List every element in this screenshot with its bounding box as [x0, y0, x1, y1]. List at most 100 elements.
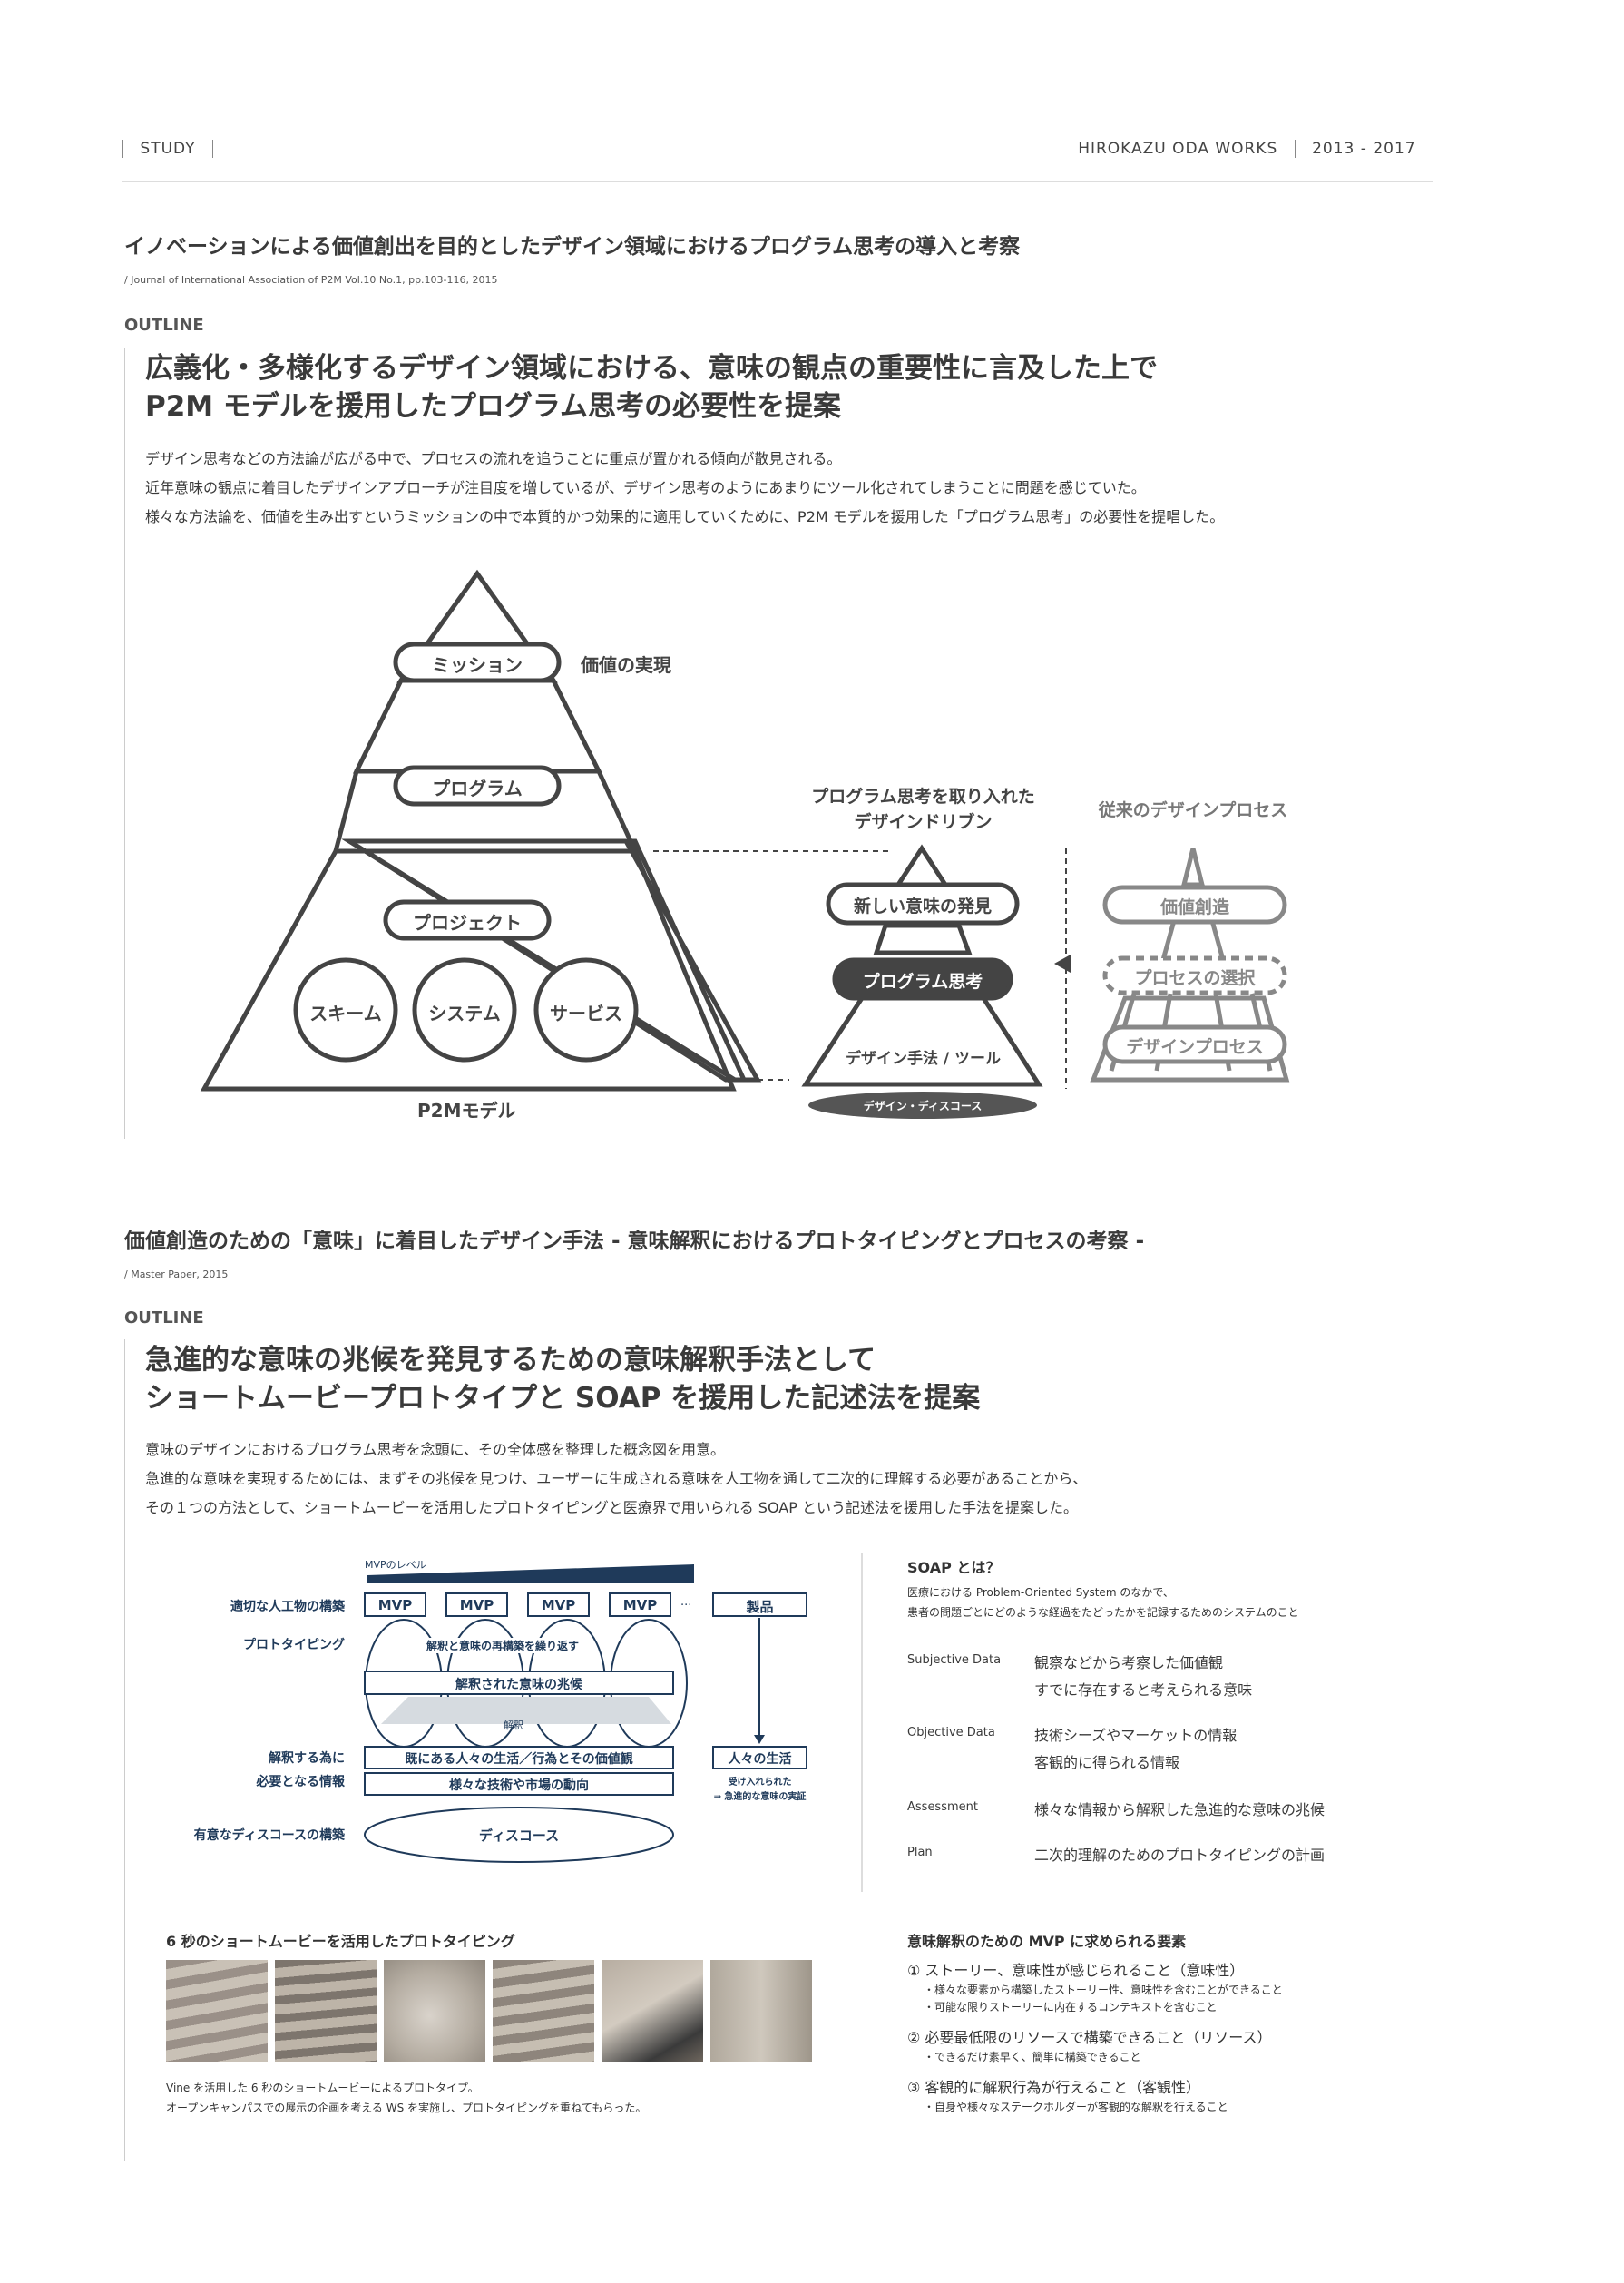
section1-title: イノベーションによる価値創出を目的としたデザイン領域におけるプログラム思考の導入… [124, 235, 1021, 259]
requirement-item: ③ 客観的に解釈行為が行えること（客観性） [907, 2079, 1200, 2096]
concept-diagram [364, 1553, 863, 1892]
soap-value: 様々な情報から解釈した急進的な意味の兆候 [1034, 1801, 1326, 1818]
header-name: HIROKAZU ODA WORKS [1078, 140, 1278, 158]
info-label-line2: 必要となる情報 [256, 1775, 345, 1789]
mvp-label: MVP [622, 1597, 658, 1613]
program-thinking-label: プログラム思考 [862, 972, 983, 992]
section2-paragraph: 意味のデザインにおけるプログラム思考を念頭に、その全体感を整理した概念図を用意。… [145, 1435, 1087, 1523]
new-meaning-pill-bg [826, 882, 1020, 926]
movie-caption-line1: Vine を活用した 6 秒のショートムービーによるプロトタイプ。 [166, 2082, 479, 2094]
para-line: 急進的な意味を実現するためには、まずその兆候を見つけ、ユーザーに生成される意味を… [145, 1470, 1088, 1487]
soap-key: Plan [907, 1846, 933, 1859]
program-pill-bg [393, 765, 562, 807]
p2m-model-label: P2Mモデル [417, 1100, 516, 1122]
signs-label: 解釈された意味の兆候 [455, 1678, 582, 1692]
product-box [712, 1592, 807, 1617]
soap-value: 観察などから考察した価値観 すでに存在すると考えられる意味 [1034, 1650, 1397, 1704]
signs-box [364, 1671, 674, 1695]
header-rule [122, 181, 1433, 182]
tech-box [364, 1772, 674, 1796]
p2m-diagram [200, 569, 1290, 1119]
soap-value-line: 技術シーズやマーケットの情報 [1034, 1727, 1238, 1744]
divider [1294, 140, 1296, 158]
system-circle [412, 957, 517, 1063]
driven-title: プログラム思考を取り入れた デザインドリブン [780, 784, 1066, 835]
project-pill-bg [383, 899, 552, 941]
section1-vline [124, 348, 125, 1139]
mvp-box [364, 1592, 426, 1617]
info-label-line1: 解釈する為に [269, 1751, 345, 1766]
scheme-circle [293, 957, 398, 1063]
value-creation-label: 価値創造 [1159, 897, 1229, 917]
stairs-photo [275, 1960, 377, 2062]
section1-paragraph: デザイン思考などの方法論が広がる中で、プロセスの流れを追うことに重点が置かれる傾… [145, 445, 1224, 532]
stairs-photo [166, 1960, 268, 2062]
discourse-label: ディスコース [478, 1827, 560, 1844]
requirement-detail: ・可能な限りストーリーに内在するコンテキストを含むこと [924, 2001, 1218, 2014]
headline-line1: 広義化・多様化するデザイン領域における、意味の観点の重要性に言及した上で [145, 352, 1158, 385]
movie-title: 6 秒のショートムービーを活用したプロトタイピング [166, 1933, 515, 1950]
accepted-line2: ⇒ 急進的な意味の実証 [713, 1792, 807, 1802]
soap-desc-line2: 患者の問題ごとにどのような経過をたどったかを記録するためのシステムのこと [907, 1606, 1299, 1619]
project-label: プロジェクト [413, 912, 522, 934]
movie-caption-line2: オープンキャンパスでの展示の企画を考える WS を実施し、プロトタイピングを重ね… [166, 2102, 647, 2114]
new-meaning-label: 新しい意味の発見 [853, 897, 992, 916]
discourse-ellipse-outline [364, 1807, 674, 1863]
mission-label: ミッション [432, 654, 523, 676]
arrow-down-icon [754, 1735, 765, 1744]
driven-title-line1: プログラム思考を取り入れた [811, 787, 1035, 807]
arrow-left-icon [1054, 955, 1071, 973]
requirement-item: ② 必要最低限のリソースで構築できること（リソース） [907, 2029, 1272, 2046]
mvp-box [445, 1592, 508, 1617]
para-line: デザイン思考などの方法論が広がる中で、プロセスの流れを追うことに重点が置かれる傾… [145, 450, 842, 467]
mvp-label: MVP [541, 1597, 576, 1613]
requirement-detail: ・様々な要素から構築したストーリー性、意味性を含むことができること [924, 1984, 1283, 1996]
para-line: 意味のデザインにおけるプログラム思考を念頭に、その全体感を整理した概念図を用意。 [145, 1441, 726, 1458]
section2-headline: 急進的な意味の兆候を発見するための意味解釈手法として ショートムービープロトタイ… [145, 1341, 980, 1417]
mvp-level-label: MVPのレベル [365, 1559, 426, 1571]
tech-label: 様々な技術や市場の動向 [449, 1778, 589, 1793]
design-process-pill-bg [1102, 1024, 1287, 1064]
header-years: 2013 - 2017 [1312, 140, 1416, 158]
mvp-box [527, 1592, 590, 1617]
soap-key: Objective Data [907, 1726, 995, 1739]
mvp-level-wedge [367, 1564, 694, 1583]
para-line: 様々な方法論を、価値を生み出すというミッションの中で本質的かつ効果的に適用してい… [145, 508, 1225, 525]
section2-citation: / Master Paper, 2015 [124, 1269, 229, 1280]
wall-photo [710, 1960, 812, 2062]
pyramid-base [200, 848, 737, 1092]
mission-pill-bg [393, 642, 562, 683]
prototyping-label: プロトタイピング [243, 1638, 345, 1652]
requirement-detail: ・自身や様々なステークホルダーが客観的な解釈を行えること [924, 2101, 1228, 2113]
existing-label: 既にある人々の生活／行為とその価値観 [405, 1752, 633, 1767]
section1-headline: 広義化・多様化するデザイン領域における、意味の観点の重要性に言及した上で P2M… [145, 349, 1158, 426]
divider [211, 140, 213, 158]
para-line: その１つの方法として、ショートムービーを活用したプロトタイピングと医療界で用いら… [145, 1499, 1078, 1516]
section2-title: 価値創造のための「意味」に着目したデザイン手法 - 意味解釈におけるプロトタイピ… [124, 1230, 1145, 1253]
service-label: サービス [550, 1003, 622, 1024]
soap-key: Assessment [907, 1800, 978, 1814]
value-creation-pill-bg [1102, 885, 1287, 925]
para-line: 近年意味の観点に着目したデザインアプローチが注目度を増しているが、デザイン思考の… [145, 479, 1146, 496]
driven-title-line2: デザインドリブン [854, 812, 993, 832]
soap-value-line: すでに存在すると考えられる意味 [1034, 1681, 1253, 1699]
soap-desc: 医療における Problem-Oriented System のなかで、 患者の… [907, 1582, 1299, 1622]
scheme-label: スキーム [309, 1003, 382, 1024]
repeat-label: 解釈と意味の再構築を繰り返す [426, 1638, 580, 1653]
value-realization-label: 価値の実現 [581, 654, 671, 676]
design-tools-label: デザイン手法 / ツール [845, 1050, 1002, 1068]
soap-value: 二次的理解のためのプロトタイピングの計画 [1034, 1847, 1326, 1864]
requirement-detail: ・できるだけ素早く、簡単に構築できること [924, 2051, 1141, 2063]
process-selection-pill-bg [1102, 955, 1287, 995]
ellipsis-label: ... [680, 1595, 692, 1609]
interpretation-label: 解釈 [504, 1720, 523, 1731]
soap-value-line: 客観的に得られる情報 [1034, 1754, 1180, 1771]
service-circle [533, 957, 639, 1063]
accepted-label: 受け入れられた ⇒ 急進的な意味の実証 [699, 1776, 821, 1805]
header-left: STUDY [122, 140, 213, 158]
soap-title: SOAP とは？ [907, 1559, 1001, 1576]
design-process-label: デザインプロセス [1126, 1037, 1264, 1057]
process-selection-label: プロセスの選択 [1134, 968, 1256, 988]
discourse-build-label: 有意なディスコースの構築 [193, 1828, 345, 1843]
mvp-label: MVP [377, 1597, 413, 1613]
